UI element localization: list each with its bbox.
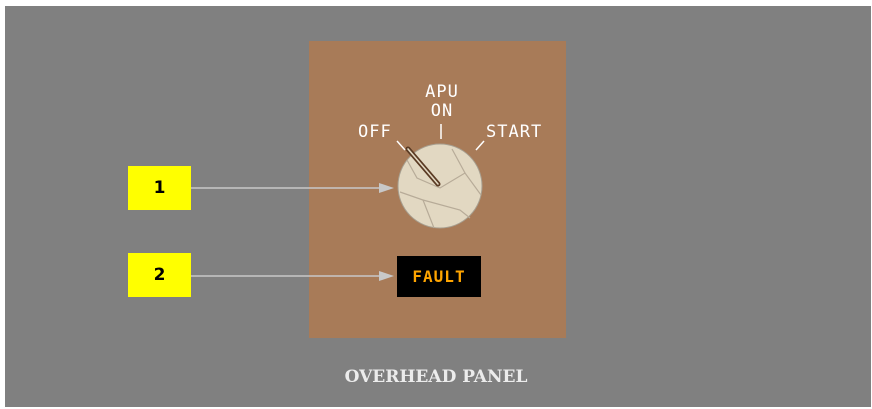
callout-1-number: 1 [153, 178, 166, 198]
leader-line-2 [191, 271, 394, 281]
callout-2-number: 2 [153, 265, 166, 285]
apu-label: APU [425, 82, 459, 102]
off-position-label: OFF [358, 122, 392, 142]
leader-line-1 [191, 183, 394, 193]
position-ticks [396, 124, 485, 151]
callout-1: 1 [128, 166, 191, 210]
panel-title: OVERHEAD PANEL [344, 367, 528, 387]
callout-2: 2 [128, 253, 191, 297]
fault-light: FAULT [397, 256, 481, 297]
fault-light-label: FAULT [412, 267, 466, 286]
knob-body [397, 143, 483, 229]
on-position-label: ON [430, 101, 454, 121]
knob-pointer [407, 148, 439, 185]
tick-off [396, 140, 406, 151]
start-position-label: START [486, 122, 543, 142]
apu-selector-knob[interactable] [397, 143, 483, 229]
tick-start [475, 140, 485, 151]
knob-facets [399, 148, 482, 229]
